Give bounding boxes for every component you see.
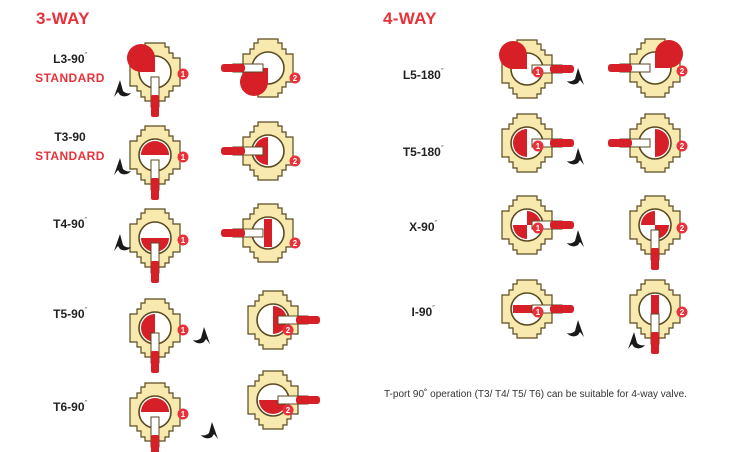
label-l5-180: L5-180˝ xyxy=(402,68,444,82)
svg-text:2: 2 xyxy=(680,308,685,317)
svg-text:1: 1 xyxy=(181,410,186,419)
valve-diagram: 1 xyxy=(120,203,190,283)
svg-text:2: 2 xyxy=(286,326,291,335)
rotation-arrow-icon xyxy=(566,228,586,250)
svg-text:2: 2 xyxy=(680,67,685,76)
svg-text:1: 1 xyxy=(181,70,186,79)
svg-text:1: 1 xyxy=(181,153,186,162)
valve-diagram: 1 xyxy=(492,190,574,260)
valve-diagram: 2 xyxy=(221,33,303,103)
svg-text:2: 2 xyxy=(680,224,685,233)
svg-text:2: 2 xyxy=(293,239,298,248)
rotation-arrow-icon xyxy=(566,66,586,88)
valve-diagram: 2 xyxy=(221,116,303,186)
svg-text:2: 2 xyxy=(293,157,298,166)
footnote: T-port 90˚ operation (T3/ T4/ T5/ T6) ca… xyxy=(384,389,687,400)
label-t3-90: T3-90 STANDARD xyxy=(35,130,105,163)
svg-text:2: 2 xyxy=(680,142,685,151)
svg-text:1: 1 xyxy=(181,326,186,335)
label-t6-90: T6-90˝ xyxy=(53,400,87,414)
label-t5-90: T5-90˝ xyxy=(53,307,87,321)
rotation-arrow-icon xyxy=(112,78,132,100)
valve-diagram: 1 xyxy=(120,37,190,117)
valve-diagram: 1 xyxy=(120,120,190,200)
label-l3-90: L3-90˝ STANDARD xyxy=(35,52,105,85)
svg-text:2: 2 xyxy=(286,406,291,415)
valve-diagram: 1 xyxy=(120,377,190,452)
rotation-arrow-icon xyxy=(200,420,220,442)
svg-text:2: 2 xyxy=(293,74,298,83)
rotation-arrow-icon xyxy=(112,156,132,178)
valve-diagram: 2 xyxy=(238,285,320,355)
rotation-arrow-icon xyxy=(626,330,646,352)
valve-diagram: 1 xyxy=(492,274,574,344)
valve-diagram: 2 xyxy=(620,190,690,270)
valve-diagram: 2 xyxy=(221,198,303,268)
valve-diagram: 1 xyxy=(492,34,574,104)
label-i-90: I-90˝ xyxy=(411,305,435,319)
label-t5-180: T5-180˝ xyxy=(402,145,444,159)
label-t4-90: T4-90˝ xyxy=(53,217,87,231)
heading-4way: 4-WAY xyxy=(383,9,437,28)
heading-3way: 3-WAY xyxy=(36,9,90,28)
valve-diagram: 2 xyxy=(238,365,320,435)
svg-text:1: 1 xyxy=(536,68,541,77)
svg-text:1: 1 xyxy=(536,224,541,233)
valve-diagram: 1 xyxy=(492,108,574,178)
svg-text:1: 1 xyxy=(536,142,541,151)
valve-diagram: 1 xyxy=(120,293,190,373)
svg-text:1: 1 xyxy=(536,308,541,317)
valve-diagram: 2 xyxy=(620,274,690,354)
rotation-arrow-icon xyxy=(566,146,586,168)
valve-diagram: 2 xyxy=(608,33,690,103)
rotation-arrow-icon xyxy=(566,318,586,340)
valve-diagram: 2 xyxy=(608,108,690,178)
label-x-90: X-90˝ xyxy=(409,220,437,234)
rotation-arrow-icon xyxy=(112,232,132,254)
rotation-arrow-icon xyxy=(192,325,212,347)
svg-text:1: 1 xyxy=(181,236,186,245)
